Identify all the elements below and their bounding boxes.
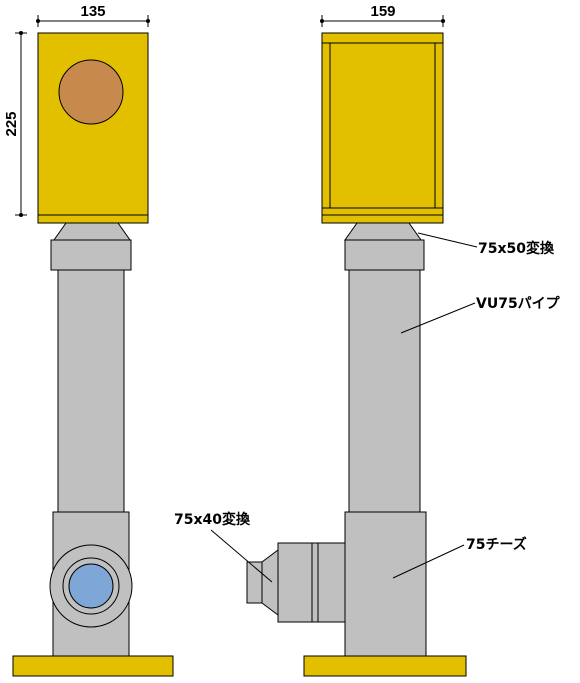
side-width-dimension: 159 xyxy=(320,3,445,27)
side-reducer-75x40 xyxy=(261,549,279,616)
side-reducer-collar xyxy=(344,239,425,271)
label-reducer-75x50: 75x50変換 xyxy=(478,240,555,257)
front-base-board xyxy=(12,655,174,677)
side-box-inner-panel xyxy=(329,42,436,209)
front-vu75-pipe xyxy=(57,269,125,513)
side-tee-branch xyxy=(311,542,346,623)
side-base-board xyxy=(303,655,467,677)
side-reducer-75x50 xyxy=(344,222,422,241)
front-box-base-plate xyxy=(37,214,149,224)
front-width-dimension: 135 xyxy=(36,3,150,27)
front-height-dimension: 225 xyxy=(3,31,27,217)
front-view: 135 225 xyxy=(3,3,174,677)
front-speaker-driver xyxy=(58,59,124,125)
front-tee-port-opening xyxy=(68,563,114,609)
side-vu75-pipe xyxy=(348,269,421,513)
label-reducer-75x40: 75x40変換 xyxy=(174,511,251,528)
side-port-stub xyxy=(246,561,263,604)
side-view: 159 xyxy=(246,3,467,677)
side-reducer-75x40-collar xyxy=(277,542,313,623)
front-reducer-75x50 xyxy=(53,222,131,241)
label-pipe-vu75: VU75パイプ xyxy=(476,296,561,312)
front-reducer-collar xyxy=(50,239,132,271)
callouts: 75x50変換 VU75パイプ 75x40変換 75チーズ xyxy=(174,232,561,583)
side-tee-body xyxy=(344,511,427,657)
side-width-label: 159 xyxy=(370,3,395,20)
label-tee-75: 75チーズ xyxy=(466,536,527,553)
front-height-label: 225 xyxy=(3,111,20,136)
front-width-label: 135 xyxy=(80,3,105,20)
